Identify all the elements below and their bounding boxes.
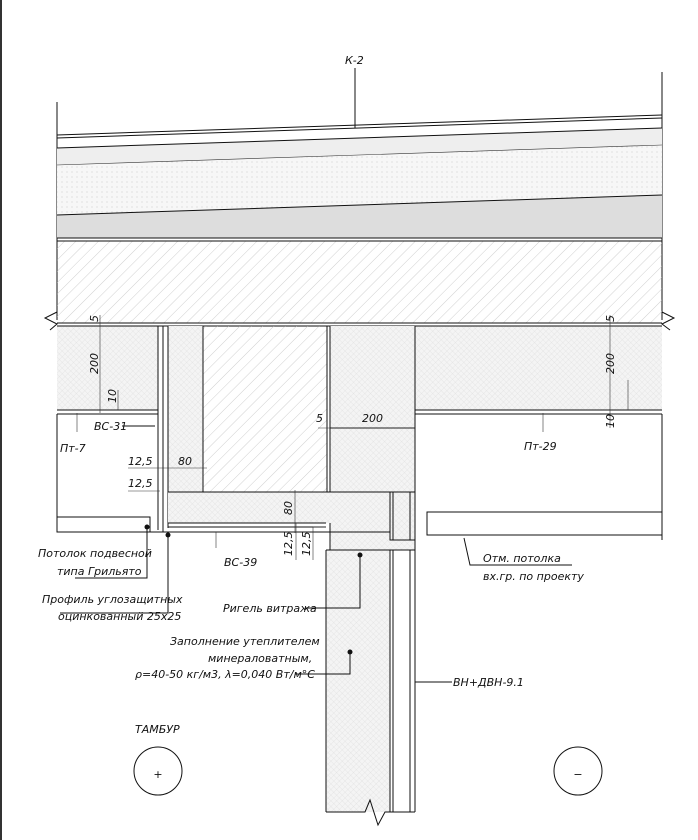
dim-right-200: 200: [604, 353, 617, 374]
concrete-slab: [43, 240, 676, 331]
dim-right-10: 10: [604, 414, 617, 428]
minus-sign: −: [573, 768, 582, 781]
minus-zone-symbol: [553, 746, 603, 796]
glazing-label: ВН+ДВН-9.1: [453, 676, 524, 689]
dim-12-5-d: 12,5: [300, 532, 313, 557]
fill-label-3: ρ=40-50 кг/м3, λ=0,040 Вт/м°С: [135, 668, 315, 681]
dim-80-b: 80: [282, 501, 295, 515]
profile-label-1: Профиль углозащитных: [42, 593, 183, 606]
ceiling-mark-label-2: вх.гр. по проекту: [483, 570, 584, 583]
transom-beam: [163, 491, 416, 541]
ceiling-label-pt29: Пт-29: [524, 440, 557, 453]
suspended-ceiling-label-1: Потолок подвесной: [38, 547, 152, 560]
profile-label-2: оцинкованный 25х25: [58, 610, 181, 623]
suspended-ceiling-right: [426, 511, 663, 536]
fill-label-1: Заполнение утеплителем: [170, 635, 320, 648]
column: [157, 326, 416, 812]
suspended-ceiling-left: [56, 516, 151, 533]
plus-zone-symbol: [133, 746, 183, 796]
leader-dots: [144, 524, 363, 655]
wall-insulation: [325, 549, 415, 827]
dim-left-200: 200: [88, 353, 101, 374]
beam-code-vs39: ВС-39: [224, 556, 257, 569]
room-label: ТАМБУР: [135, 723, 180, 736]
ceiling-label-pt7: Пт-7: [60, 442, 86, 455]
transom-label: Ригель витража: [223, 602, 317, 615]
fill-label-2: минераловатным,: [208, 652, 312, 665]
dim-left-5: 5: [88, 315, 101, 322]
ceiling-insulation-left: [57, 326, 158, 410]
dim-mid-200: 200: [362, 412, 383, 425]
dim-mid-5: 5: [316, 412, 323, 425]
wall-code-vs31: ВС-31: [94, 420, 127, 433]
dim-12-5-b: 12,5: [128, 477, 153, 490]
dim-12-5-a: 12,5: [128, 455, 153, 468]
plus-sign: +: [153, 768, 162, 781]
leader-lines: [60, 425, 572, 683]
ceiling-insulation-right: [415, 326, 662, 410]
dim-left-10: 10: [106, 389, 119, 403]
roof-layers: [56, 68, 663, 320]
ceiling-mark-label-1: Отм. потолка: [483, 552, 561, 565]
dim-80-a: 80: [178, 455, 192, 468]
dim-right-5: 5: [604, 315, 617, 322]
roof-label: К-2: [345, 54, 364, 67]
dimension-lines: [76, 315, 629, 560]
suspended-ceiling-label-2: типа Грильято: [57, 565, 142, 578]
dim-12-5-c: 12,5: [282, 532, 295, 557]
